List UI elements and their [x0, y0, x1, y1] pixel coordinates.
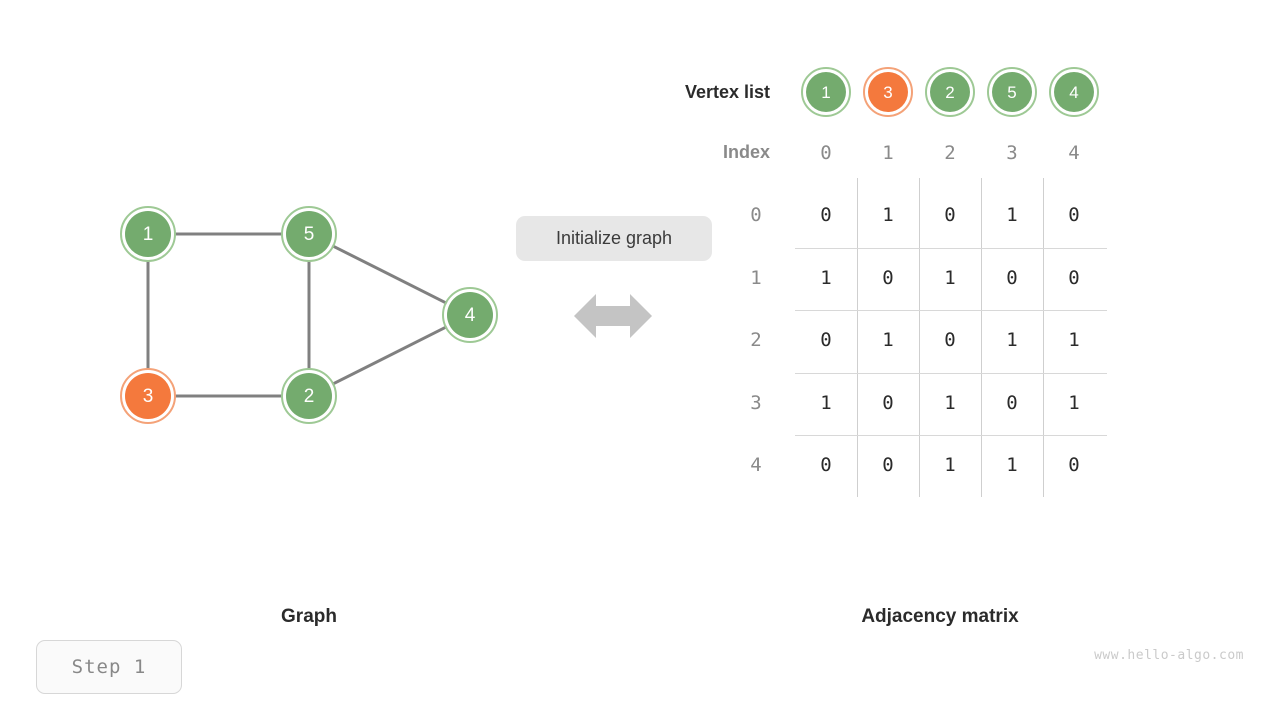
step-label: Step 1 [71, 656, 147, 678]
matrix-cell-3-0[interactable]: 1 [820, 392, 832, 414]
matrix-horizontal-gridline [795, 435, 1107, 436]
matrix-row-label-1: 1 [750, 267, 762, 289]
matrix-cell-4-4[interactable]: 0 [1068, 454, 1080, 476]
node-ring [281, 206, 337, 262]
graph-node-5[interactable]: 5 [281, 206, 337, 262]
matrix-vertical-gridline [1043, 178, 1044, 497]
matrix-cell-2-1[interactable]: 1 [882, 329, 894, 351]
matrix-cell-1-3[interactable]: 0 [1006, 267, 1018, 289]
index-value-0: 0 [820, 142, 832, 164]
graph-edges-svg [146, 232, 448, 398]
graph-node-label: 1 [142, 223, 154, 245]
operation-block: Initialize graph [516, 216, 712, 261]
graph-edge [331, 244, 448, 305]
vertex-list-item-label: 5 [1007, 82, 1017, 102]
vertex-list-item-label: 4 [1069, 82, 1079, 102]
node-ring [281, 368, 337, 424]
matrix-cell-4-0[interactable]: 0 [820, 454, 832, 476]
graph-node-3[interactable]: 3 [120, 368, 176, 424]
index-label: Index [722, 142, 770, 162]
matrix-cell-3-4[interactable]: 1 [1068, 392, 1080, 414]
vertex-list-item-label: 3 [883, 82, 893, 102]
watermark: www.hello-algo.com [1094, 648, 1244, 663]
matrix-cell-4-3[interactable]: 1 [1006, 454, 1018, 476]
matrix-cell-3-2[interactable]: 1 [944, 392, 956, 414]
matrix-cell-0-1[interactable]: 1 [882, 204, 894, 226]
matrix-row-label-2: 2 [750, 329, 762, 351]
matrix-row-label-4: 4 [750, 454, 762, 476]
double-arrow-icon [574, 294, 652, 338]
matrix-cell-1-4[interactable]: 0 [1068, 267, 1080, 289]
node-ring [925, 67, 975, 117]
vertex-list-item-3[interactable]: 3 [863, 67, 913, 117]
matrix-cell-3-3[interactable]: 0 [1006, 392, 1018, 414]
node-ring [1049, 67, 1099, 117]
matrix-row-label-0: 0 [750, 204, 762, 226]
index-value-2: 2 [944, 142, 956, 164]
graph-node-2[interactable]: 2 [281, 368, 337, 424]
matrix-cell-1-0[interactable]: 1 [820, 267, 832, 289]
matrix-cell-3-1[interactable]: 0 [882, 392, 894, 414]
graph-node-label: 4 [464, 304, 476, 326]
matrix-cell-2-0[interactable]: 0 [820, 329, 832, 351]
matrix-cell-1-1[interactable]: 0 [882, 267, 894, 289]
vertex-list-item-1[interactable]: 1 [801, 67, 851, 117]
matrix-vertical-gridline [857, 178, 858, 497]
matrix-cell-0-0[interactable]: 0 [820, 204, 832, 226]
node-ring [987, 67, 1037, 117]
matrix-caption: Adjacency matrix [861, 606, 1019, 627]
vertex-list-item-label: 1 [821, 82, 831, 102]
matrix-horizontal-gridline [795, 247, 1107, 249]
matrix-vertical-gridline [981, 178, 982, 497]
graph-node-label: 2 [303, 385, 315, 407]
matrix-cell-1-2[interactable]: 1 [944, 267, 956, 289]
matrix-cell-0-3[interactable]: 1 [1006, 204, 1018, 226]
node-ring [801, 67, 851, 117]
matrix-horizontal-gridline [795, 372, 1107, 374]
graph-caption: Graph [281, 606, 337, 627]
matrix-cell-4-2[interactable]: 1 [944, 454, 956, 476]
matrix-row-label-3: 3 [750, 392, 762, 414]
vertex-list-item-5[interactable]: 5 [987, 67, 1037, 117]
index-value-4: 4 [1068, 142, 1080, 164]
node-ring [120, 206, 176, 262]
matrix-cell-2-2[interactable]: 0 [944, 329, 956, 351]
graph-node-label: 3 [142, 385, 154, 407]
matrix-horizontal-gridline [795, 310, 1107, 311]
graph-node-label: 5 [303, 223, 315, 245]
step-badge: Step 1 [36, 640, 182, 694]
matrix-cell-0-4[interactable]: 0 [1068, 204, 1080, 226]
graph-node-4[interactable]: 4 [442, 287, 498, 343]
vertex-list-item-2[interactable]: 2 [925, 67, 975, 117]
matrix-cell-4-1[interactable]: 0 [882, 454, 894, 476]
index-value-1: 1 [882, 142, 894, 164]
operation-label: Initialize graph [516, 216, 712, 261]
matrix-cell-0-2[interactable]: 0 [944, 204, 956, 226]
vertex-list-item-label: 2 [945, 82, 955, 102]
graph-node-1[interactable]: 1 [120, 206, 176, 262]
graph-panel: 1 5 4 3 2 [0, 0, 520, 560]
matrix-cell-2-3[interactable]: 1 [1006, 329, 1018, 351]
node-ring [863, 67, 913, 117]
node-ring [442, 287, 498, 343]
matrix-vertical-gridline [919, 178, 920, 497]
vertex-list-item-4[interactable]: 4 [1049, 67, 1099, 117]
index-value-3: 3 [1006, 142, 1018, 164]
node-ring [120, 368, 176, 424]
vertex-list-label: Vertex list [684, 82, 770, 102]
matrix-cell-2-4[interactable]: 1 [1068, 329, 1080, 351]
graph-edge [331, 325, 448, 386]
